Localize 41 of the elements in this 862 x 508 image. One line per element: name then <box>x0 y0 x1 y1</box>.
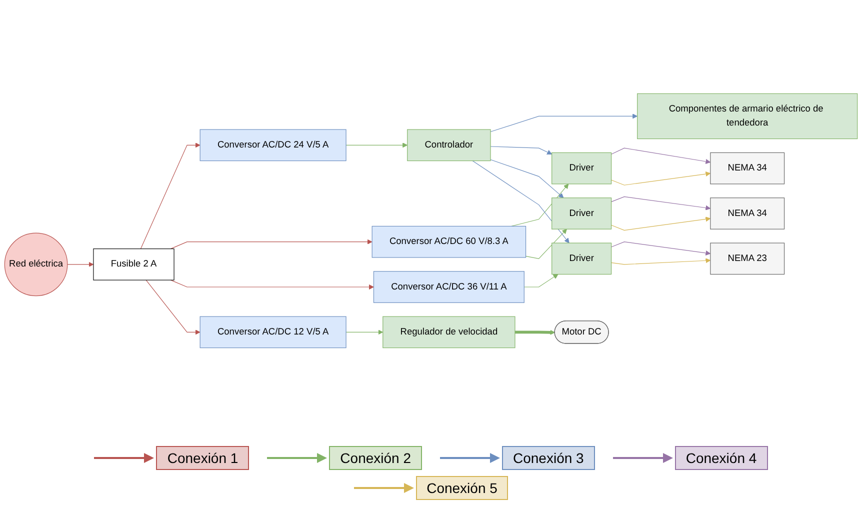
node-box: Conversor AC/DC 24 V/5 A <box>200 130 346 162</box>
arrow <box>514 330 556 336</box>
arrow <box>610 216 711 231</box>
node-box: Driver <box>552 243 612 275</box>
node-box: Driver <box>552 198 612 230</box>
node-box: NEMA 23 <box>710 243 785 275</box>
legend-label: Conexión 4 <box>674 446 768 470</box>
arrow <box>146 280 200 335</box>
arrow <box>67 262 94 268</box>
legend-label: Conexión 3 <box>502 446 595 470</box>
arrow <box>346 142 408 148</box>
node-box: Conversor AC/DC 36 V/11 A <box>373 271 524 304</box>
node-box: Conversor AC/DC 60 V/8.3 A <box>372 226 526 258</box>
arrow <box>490 146 552 155</box>
arrow <box>610 196 711 211</box>
arrow <box>510 184 569 227</box>
node-box: NEMA 34 <box>710 198 785 230</box>
node-circle: Red eléctrica <box>4 233 68 296</box>
legend-label: Conexión 1 <box>156 446 250 470</box>
node-box: Controlador <box>407 130 491 162</box>
arrow <box>170 240 372 250</box>
arrow <box>490 114 638 132</box>
legend-label: Conexión 2 <box>329 446 422 470</box>
legend-label: Conexión 5 <box>416 476 508 500</box>
arrow <box>140 142 200 250</box>
node-box: Regulador de velocidad <box>382 316 516 348</box>
node-box: Conversor AC/DC 12 V/5 A <box>200 316 346 348</box>
arrow <box>610 172 711 186</box>
arrow <box>610 148 711 164</box>
node-box: Componentes de armario eléctrico de tendedora <box>637 94 858 140</box>
arrow <box>610 258 711 265</box>
arrow <box>524 274 558 288</box>
node-box: NEMA 34 <box>710 152 785 185</box>
node-box: Driver <box>552 152 612 185</box>
arrow <box>610 242 711 256</box>
arrow <box>490 160 564 198</box>
arrow <box>170 280 374 290</box>
arrow <box>472 160 570 244</box>
arrow <box>525 229 567 260</box>
arrow <box>346 330 384 335</box>
node-box: Fusible 2 A <box>93 248 174 281</box>
